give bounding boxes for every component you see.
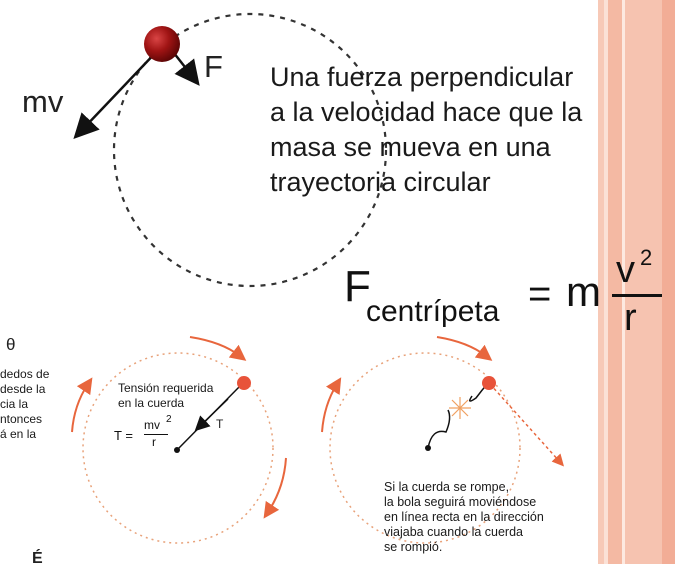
description-line-3: masa se mueva en una: [270, 132, 551, 162]
tension-label: Tensión requerida en la cuerda: [118, 381, 213, 411]
eq-exp: 2: [166, 414, 172, 425]
formula-numerator: v: [616, 249, 635, 291]
center-dot-left: [174, 447, 180, 453]
formula-fraction-bar: [612, 294, 662, 297]
left-line-5: á en la: [0, 427, 37, 441]
centripetal-formula: F centrípeta = m: [344, 252, 601, 342]
explanation-line-1: Si la cuerda se rompe,: [384, 480, 510, 494]
eq-den: r: [152, 435, 156, 449]
left-line-1: dedos de: [0, 367, 50, 381]
bottom-right-circle: [329, 352, 521, 544]
mass-ball: [144, 26, 180, 62]
left-clipped-text: dedos de desde la cia la ntonces á en la: [0, 367, 49, 442]
formula-equals: =: [528, 272, 552, 316]
rotation-arrow-left: [71, 377, 93, 433]
tension-equation: T = mv 2 r: [114, 414, 184, 452]
center-dot-right: [425, 445, 431, 451]
formula-denominator: r: [624, 297, 637, 339]
formula-numerator-exp: 2: [640, 245, 653, 270]
top-circular-trajectory: [112, 12, 388, 288]
explanation-line-4: viajaba cuando la cuerda: [384, 525, 523, 539]
left-line-3: cia la: [0, 397, 29, 411]
tension-line-2: en la cuerda: [118, 396, 185, 410]
rotation-arrow-top: [189, 336, 247, 361]
tension-t-label: T: [216, 417, 224, 431]
description-block: Una fuerza perpendicular a la velocidad …: [270, 60, 582, 200]
theta-symbol: θ: [6, 335, 16, 354]
broken-string-explanation: Si la cuerda se rompe, la bola seguirá m…: [384, 480, 544, 555]
explanation-line-5: se rompió.: [384, 540, 443, 554]
tangent-path-arrow: [489, 383, 565, 467]
explanation-line-2: la bola seguirá moviéndose: [384, 495, 537, 509]
rotation-arrow-left-right: [321, 377, 342, 433]
left-line-2: desde la: [0, 382, 46, 396]
broken-string: [427, 409, 451, 449]
explanation-line-3: en línea recta en la dirección: [384, 510, 544, 524]
velocity-arrow: [73, 47, 161, 140]
description-line-1: Una fuerza perpendicular: [270, 62, 574, 92]
break-burst-icon: [449, 397, 471, 419]
decorative-stripes: [598, 0, 675, 564]
rotation-arrow-top-right: [436, 336, 493, 361]
bottom-edge-glyph: É: [32, 550, 43, 567]
formula-fraction: v 2 r: [610, 246, 670, 342]
tension-line-1: Tensión requerida: [118, 381, 214, 395]
description-line-2: a la velocidad hace que la: [270, 97, 583, 127]
formula-m: m: [566, 268, 601, 315]
f-label: F: [204, 49, 223, 84]
bottom-left-circle: [82, 352, 274, 544]
description-line-4: trayectoria circular: [270, 167, 491, 197]
eq-t: T =: [114, 428, 133, 443]
tension-arrow: [194, 398, 229, 432]
orbiting-ball-left: [237, 376, 251, 390]
orbiting-ball-right: [482, 376, 496, 390]
rotation-arrow-right: [263, 457, 287, 519]
eq-num: mv: [144, 418, 160, 432]
mv-label: mv: [22, 84, 64, 119]
eq-bar: [144, 434, 168, 435]
formula-f: F: [344, 262, 371, 311]
formula-subscript: centrípeta: [366, 295, 500, 328]
left-line-4: ntonces: [0, 412, 43, 426]
